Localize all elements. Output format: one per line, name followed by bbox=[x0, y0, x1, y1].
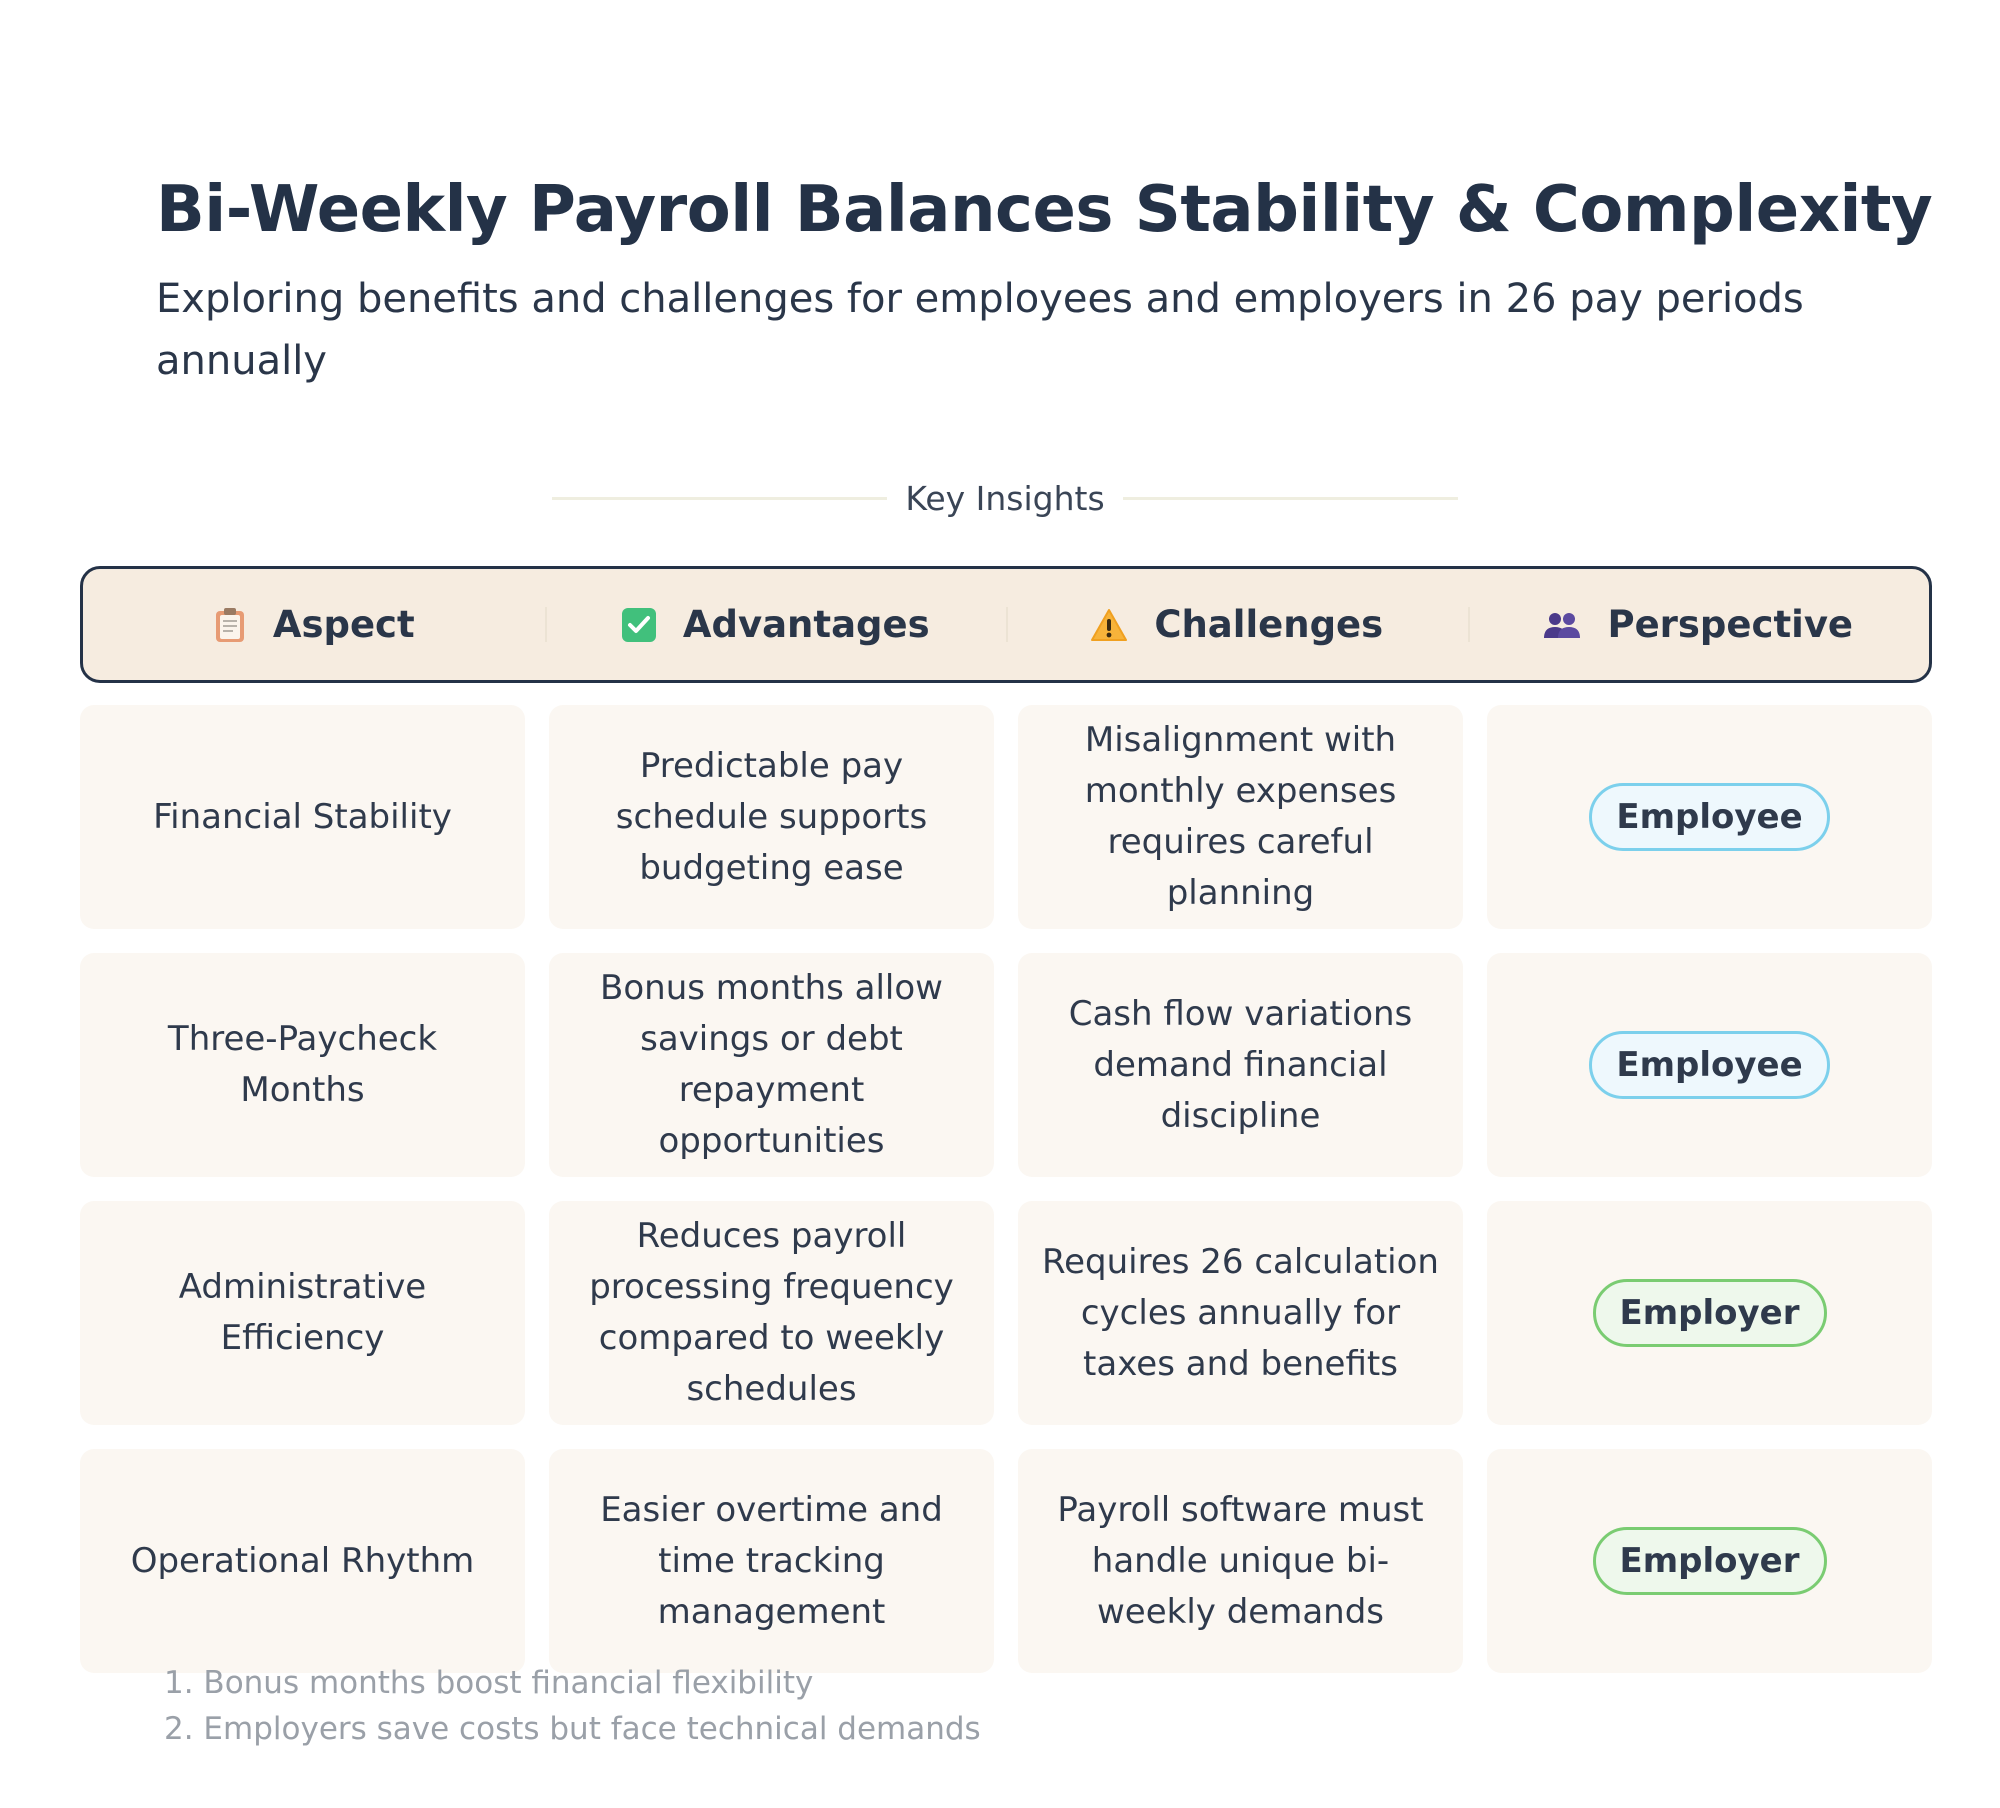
header-aspect-label: Aspect bbox=[272, 603, 415, 646]
table-row: Operational Rhythm Easier overtime and t… bbox=[80, 1449, 1932, 1673]
header-challenges-label: Challenges bbox=[1154, 603, 1384, 646]
header-advantages-label: Advantages bbox=[682, 603, 930, 646]
perspective-badge: Employee bbox=[1589, 1031, 1830, 1099]
footnote-item: 1. Bonus months boost financial flexibil… bbox=[164, 1665, 814, 1701]
header-aspect: Aspect bbox=[83, 569, 545, 680]
clipboard-icon bbox=[213, 606, 247, 644]
section-rule-right bbox=[1122, 496, 1459, 500]
header-advantages: Advantages bbox=[544, 569, 1007, 680]
people-icon bbox=[1543, 610, 1581, 640]
section-rule-left bbox=[552, 496, 888, 500]
challenges-cell: Requires 26 calculation cycles annually … bbox=[1018, 1201, 1463, 1425]
page-title: Bi-Weekly Payroll Balances Stability & C… bbox=[156, 173, 1933, 247]
advantages-cell: Easier overtime and time tracking manage… bbox=[549, 1449, 994, 1673]
challenges-cell: Payroll software must handle unique bi-w… bbox=[1018, 1449, 1463, 1673]
aspect-cell: Operational Rhythm bbox=[80, 1449, 525, 1673]
challenges-cell: Cash flow variations demand financial di… bbox=[1018, 953, 1463, 1177]
warning-icon bbox=[1090, 608, 1128, 642]
section-header: Key Insights bbox=[552, 470, 1459, 526]
perspective-cell: Employer bbox=[1487, 1449, 1932, 1673]
section-label: Key Insights bbox=[905, 478, 1105, 518]
footnote-item: 2. Employers save costs but face technic… bbox=[164, 1711, 981, 1747]
perspective-cell: Employee bbox=[1487, 953, 1932, 1177]
perspective-badge: Employer bbox=[1592, 1279, 1827, 1347]
aspect-cell: Administrative Efficiency bbox=[80, 1201, 525, 1425]
advantages-cell: Predictable pay schedule supports budget… bbox=[549, 705, 994, 929]
page-subtitle: Exploring benefits and challenges for em… bbox=[156, 276, 1804, 384]
aspect-cell: Three-Paycheck Months bbox=[80, 953, 525, 1177]
table-row: Financial Stability Predictable pay sche… bbox=[80, 705, 1932, 929]
header-perspective-label: Perspective bbox=[1607, 603, 1854, 646]
footnotes: 1. Bonus months boost financial flexibil… bbox=[164, 1660, 1564, 1752]
table-body: Financial Stability Predictable pay sche… bbox=[80, 705, 1932, 1697]
table-row: Three-Paycheck Months Bonus months allow… bbox=[80, 953, 1932, 1177]
aspect-cell: Financial Stability bbox=[80, 705, 525, 929]
perspective-cell: Employer bbox=[1487, 1201, 1932, 1425]
table-header: Aspect Advantages Challenges bbox=[80, 566, 1932, 683]
perspective-badge: Employee bbox=[1589, 783, 1830, 851]
table-row: Administrative Efficiency Reduces payrol… bbox=[80, 1201, 1932, 1425]
perspective-cell: Employee bbox=[1487, 705, 1932, 929]
advantages-cell: Bonus months allow savings or debt repay… bbox=[549, 953, 994, 1177]
advantages-cell: Reduces payroll processing frequency com… bbox=[549, 1201, 994, 1425]
check-box-icon bbox=[621, 607, 657, 643]
challenges-cell: Misalignment with monthly expenses requi… bbox=[1018, 705, 1463, 929]
header-perspective: Perspective bbox=[1467, 569, 1930, 680]
header-challenges: Challenges bbox=[1006, 569, 1468, 680]
perspective-badge: Employer bbox=[1592, 1527, 1827, 1595]
